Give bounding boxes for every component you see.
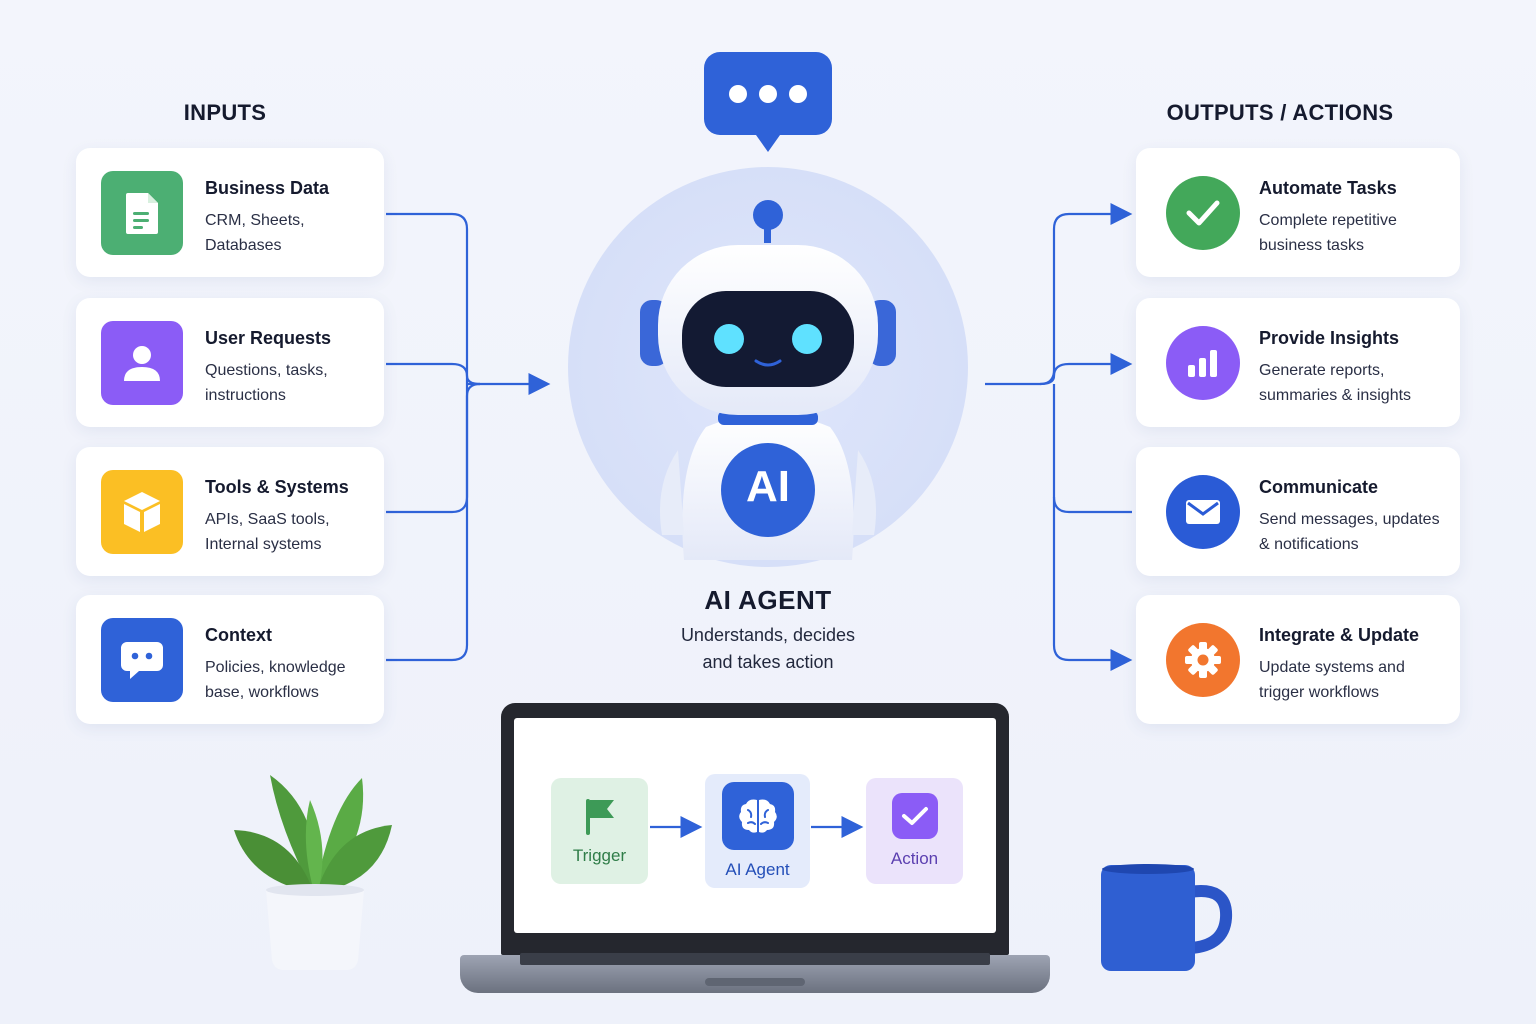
input-title: User Requests xyxy=(205,328,332,348)
input-card-tools-systems: Tools & Systems APIs, SaaS tools, Intern… xyxy=(76,447,384,576)
input-desc: APIs, SaaS tools, Internal systems xyxy=(205,511,330,553)
check-square-icon xyxy=(891,793,938,839)
laptop-trackpad-notch xyxy=(705,978,805,986)
outputs-heading: OUTPUTS / ACTIONS xyxy=(1166,100,1394,125)
ai-badge-label: AI xyxy=(746,462,790,511)
trigger-label: Trigger xyxy=(572,846,627,865)
check-icon xyxy=(1166,176,1240,250)
brain-icon xyxy=(721,782,794,850)
input-desc: Policies, knowledge base, workflows xyxy=(205,659,346,701)
output-desc: Generate reports, summaries & insights xyxy=(1259,362,1412,404)
agent-title: AI AGENT xyxy=(704,585,832,615)
output-card-automate-tasks: Automate Tasks Complete repetitive busin… xyxy=(1136,148,1460,277)
agent-desc-line-1: Understands, decides xyxy=(680,625,856,645)
inputs-heading: INPUTS xyxy=(183,100,267,125)
flag-icon xyxy=(585,799,614,835)
agent-description: Understands, decides and takes action xyxy=(618,622,918,676)
output-line-3 xyxy=(1052,384,1132,514)
input-card-context: Context Policies, knowledge base, workfl… xyxy=(76,595,384,724)
output-desc: Complete repetitive business tasks xyxy=(1259,212,1397,254)
input-card-user-requests: User Requests Questions, tasks, instruct… xyxy=(76,298,384,427)
input-title: Business Data xyxy=(205,178,330,198)
action-label: Action xyxy=(890,849,939,868)
output-card-integrate-update: Integrate & Update Update systems and tr… xyxy=(1136,595,1460,724)
input-card-business-data: Business Data CRM, Sheets, Databases xyxy=(76,148,384,277)
output-line-4 xyxy=(1052,497,1133,671)
mail-icon xyxy=(1166,475,1240,549)
output-title: Communicate xyxy=(1259,477,1379,497)
output-title: Provide Insights xyxy=(1259,328,1400,348)
input-desc: Questions, tasks, instructions xyxy=(205,362,328,404)
output-title: Integrate & Update xyxy=(1259,625,1420,645)
output-card-provide-insights: Provide Insights Generate reports, summa… xyxy=(1136,298,1460,427)
input-title: Tools & Systems xyxy=(205,477,349,497)
output-card-communicate: Communicate Send messages, updates & not… xyxy=(1136,447,1460,576)
input-line-3 xyxy=(386,382,481,514)
gear-icon xyxy=(1166,623,1240,697)
trigger-step: Trigger xyxy=(551,778,648,884)
input-desc: CRM, Sheets, Databases xyxy=(205,212,305,254)
chat-icon xyxy=(101,618,183,702)
cube-icon xyxy=(101,470,183,554)
output-line-2 xyxy=(1039,353,1133,386)
plant-decoration xyxy=(234,775,392,970)
output-title: Automate Tasks xyxy=(1259,178,1397,198)
output-desc: Send messages, updates & notifications xyxy=(1259,511,1440,553)
document-icon xyxy=(101,171,183,255)
action-step: Action xyxy=(866,778,963,884)
bar-chart-icon xyxy=(1166,326,1240,400)
output-desc: Update systems and trigger workflows xyxy=(1259,659,1405,701)
robot-illustration xyxy=(568,167,968,567)
agent-desc-line-2: and takes action xyxy=(702,652,834,672)
laptop-keyboard xyxy=(520,953,990,965)
input-title: Context xyxy=(205,625,272,645)
input-bracket-line xyxy=(386,212,469,662)
mug-decoration xyxy=(1101,864,1233,971)
ai-agent-step: AI Agent xyxy=(705,774,810,888)
user-icon xyxy=(101,321,183,405)
ai-agent-label: AI Agent xyxy=(725,860,790,879)
workflow-arrows xyxy=(650,816,864,838)
output-line-1 xyxy=(985,203,1133,386)
speech-bubble-icon xyxy=(704,52,832,152)
